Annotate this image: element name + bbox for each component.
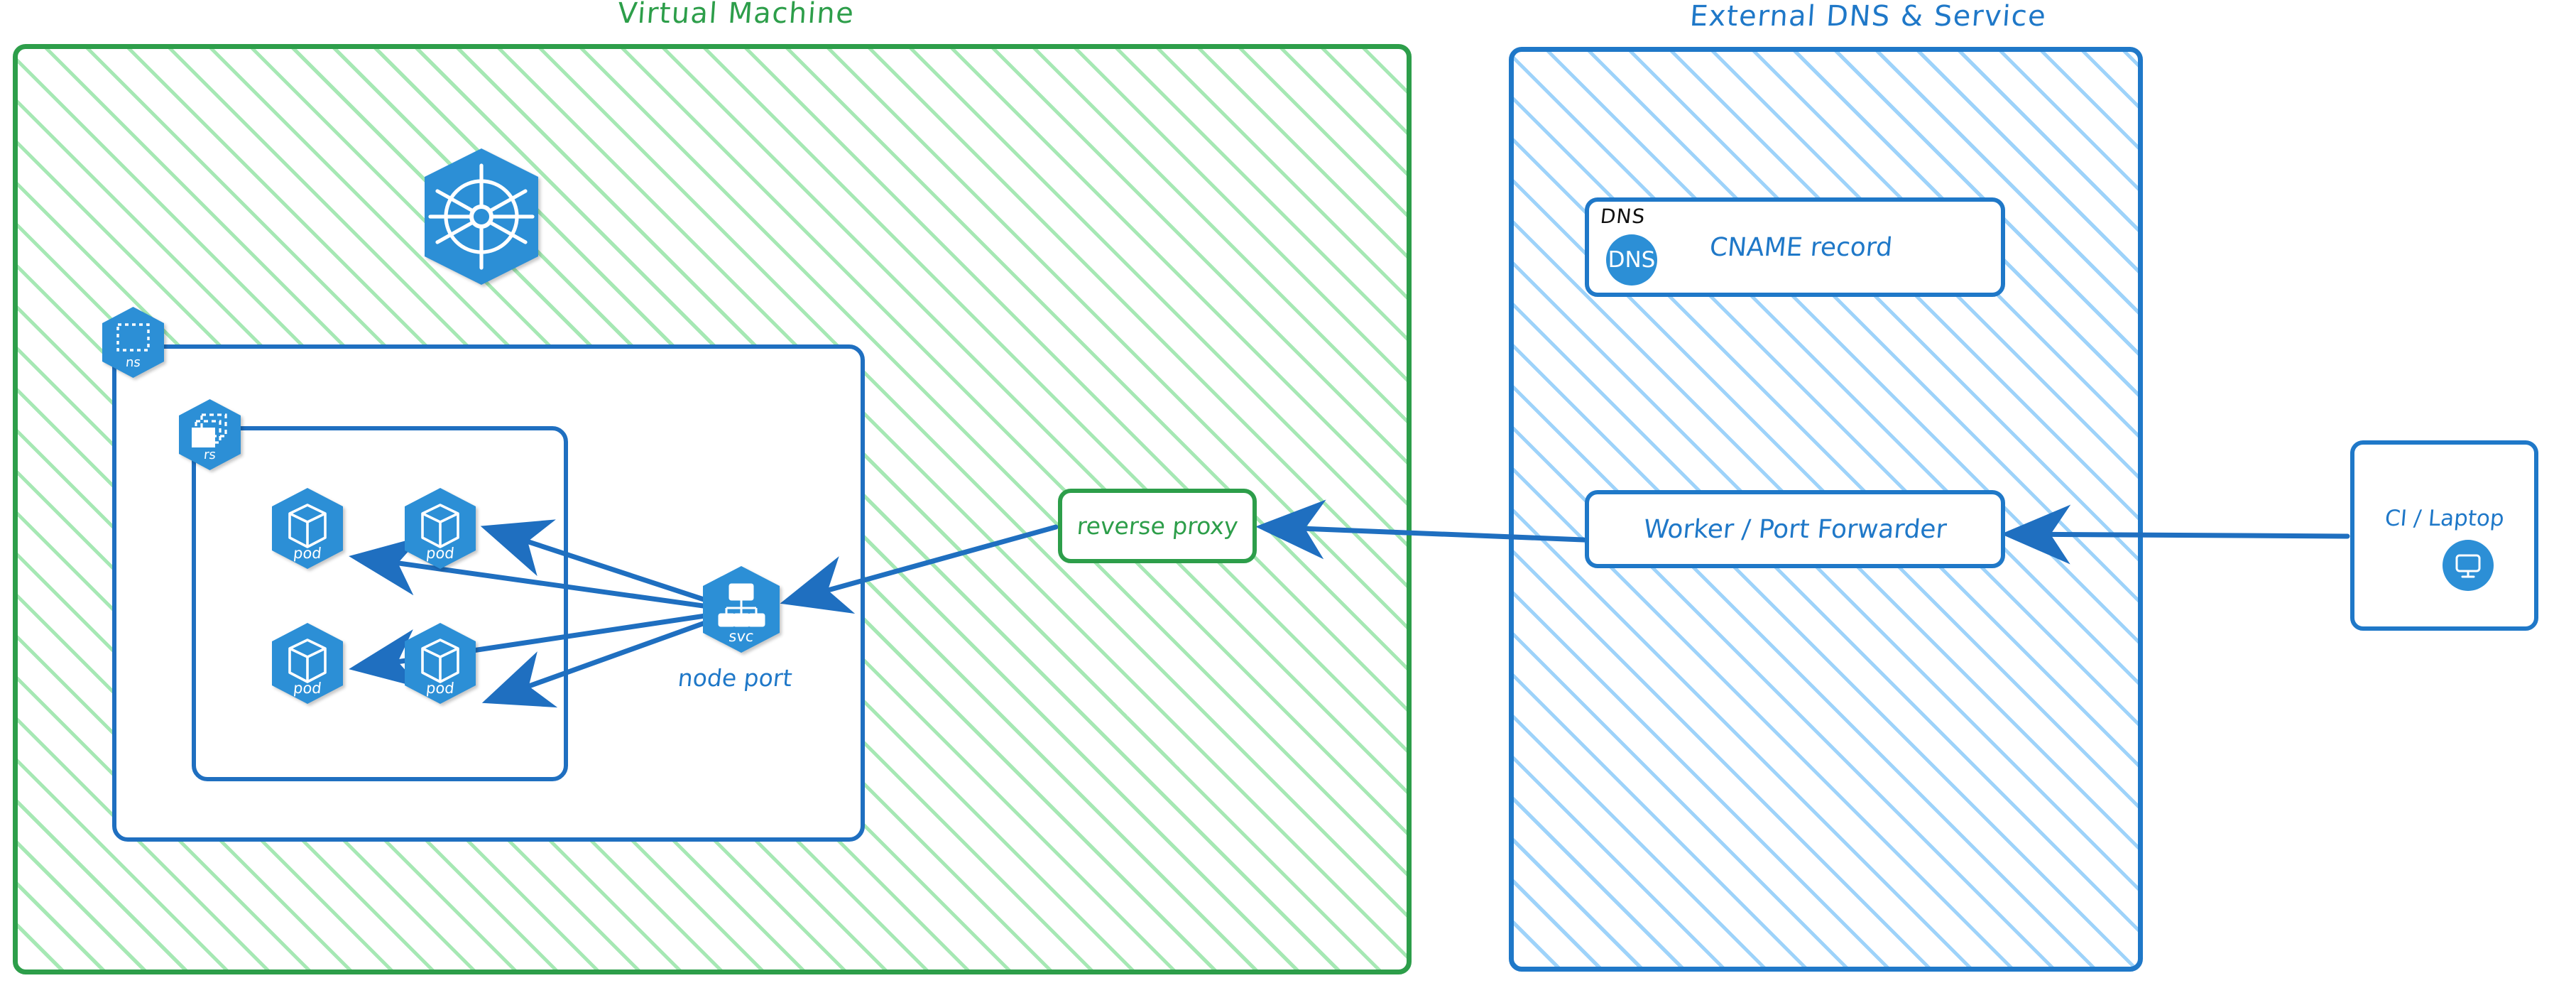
reverse-proxy-label: reverse proxy (1076, 512, 1239, 540)
cname-record-label: CNAME record (1708, 232, 1894, 262)
kubernetes-pod-icon[interactable]: pod (401, 621, 479, 705)
kubernetes-pod-icon[interactable]: pod (268, 621, 346, 705)
kubernetes-pod-icon[interactable]: pod (401, 487, 479, 570)
worker-port-forwarder-label: Worker / Port Forwarder (1642, 514, 1948, 544)
kubernetes-service-icon[interactable]: svc (699, 565, 783, 654)
dns-card-tag: DNS (1599, 205, 1647, 228)
node-port-label: node port (676, 664, 794, 692)
kubernetes-replicaset-icon[interactable]: rs (176, 398, 244, 472)
kubernetes-pod-icon[interactable]: pod (268, 487, 346, 570)
replicaset-box[interactable] (192, 426, 568, 781)
ci-laptop-box[interactable]: CI / Laptop (2350, 440, 2538, 631)
virtual-machine-panel-title: Virtual Machine (616, 0, 856, 30)
ci-laptop-label: CI / Laptop (2384, 506, 2505, 531)
dns-badge-text: DNS (1608, 247, 1656, 273)
kubernetes-namespace-icon[interactable]: ns (99, 305, 167, 379)
reverse-proxy-box[interactable]: reverse proxy (1058, 489, 1257, 563)
dns-icon: DNS (1606, 234, 1657, 286)
worker-port-forwarder-box[interactable]: Worker / Port Forwarder (1585, 490, 2005, 568)
dns-cname-card[interactable]: CNAME record (1585, 197, 2005, 297)
desktop-monitor-icon (2443, 540, 2494, 591)
external-panel-title: External DNS & Service (1688, 0, 2048, 33)
kubernetes-logo-icon (410, 146, 552, 288)
